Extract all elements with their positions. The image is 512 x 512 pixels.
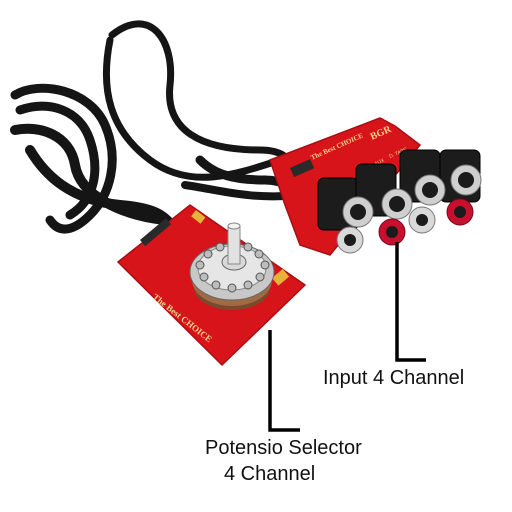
- input-channel-label: Input 4 Channel: [323, 367, 465, 389]
- callout-lines: [268, 242, 426, 432]
- rca-white-row: [342, 164, 482, 228]
- input-callout-line: [395, 242, 426, 362]
- selector-label-line1: Potensio Selector: [205, 437, 362, 459]
- rotary-selector: [189, 222, 275, 310]
- ribbon-cable: [10, 20, 305, 235]
- rca-jacks: [317, 149, 482, 254]
- selector-label-line2: 4 Channel: [224, 463, 316, 485]
- selector-callout-line: [268, 330, 300, 432]
- rca-lower-row: [336, 198, 474, 254]
